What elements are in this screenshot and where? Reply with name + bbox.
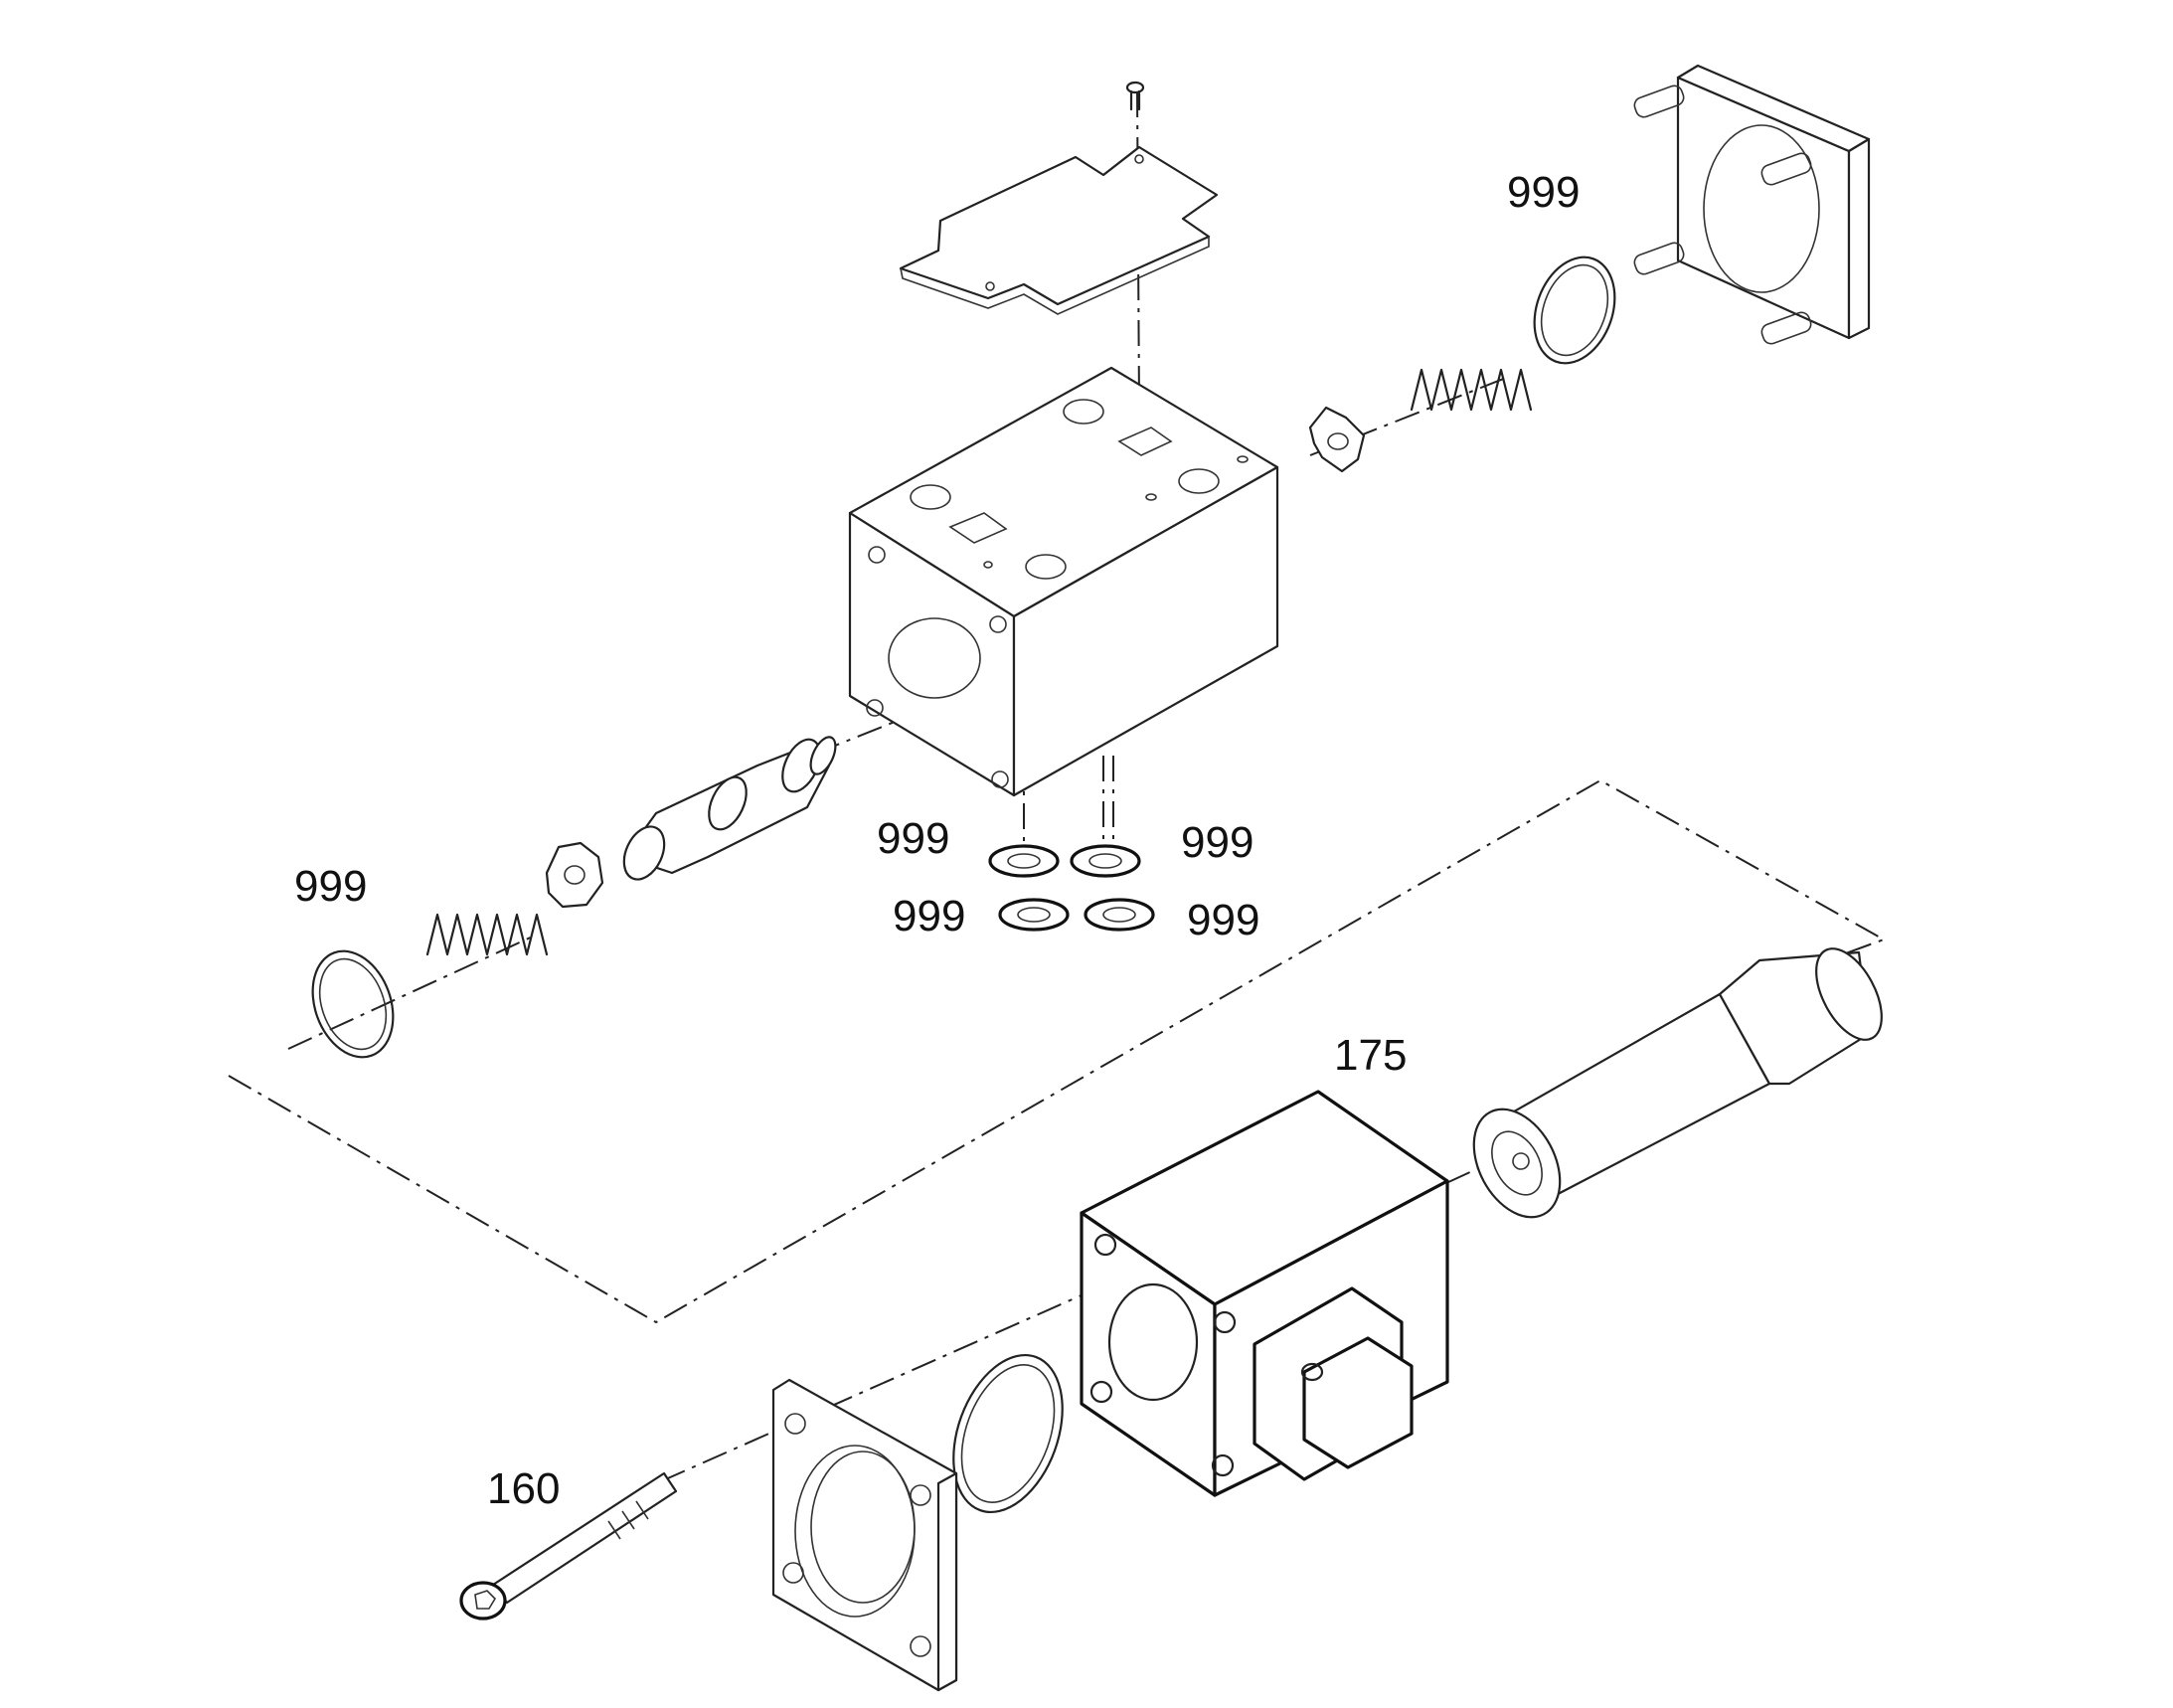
cover-screw-head (1125, 81, 1145, 94)
callout-999-washer-top-right: 999 (1181, 818, 1254, 867)
bolt (459, 1471, 678, 1621)
right-spring-retainer (1308, 406, 1366, 473)
right-end-plate (1633, 64, 1871, 345)
valve-body (848, 366, 1279, 797)
callout-999-left-oring: 999 (294, 862, 368, 911)
solenoid-return-line (228, 778, 1887, 1324)
left-spool-centerline (814, 697, 955, 755)
left-spring-retainer (545, 841, 604, 909)
spool (622, 736, 837, 881)
callout-999-washer-top-left: 999 (877, 814, 950, 863)
washer-bl (998, 898, 1070, 932)
bolt-head (459, 1581, 507, 1621)
callout-999-washer-bottom-left: 999 (893, 892, 966, 940)
cover-plate (899, 81, 1219, 315)
washer-br (1084, 898, 1155, 932)
callout-160-bolt: 160 (487, 1464, 561, 1513)
right-spring (1410, 368, 1533, 412)
washer-tl (988, 844, 1060, 878)
end-flange (771, 1378, 958, 1692)
cover-plate-shape (899, 145, 1219, 306)
solenoid-coil (1080, 1090, 1449, 1497)
left-spring (425, 913, 549, 956)
callout-999-right-oring: 999 (1507, 168, 1581, 217)
callout-999-washer-bottom-right: 999 (1187, 896, 1260, 944)
left-oring (311, 949, 395, 1059)
coil-oring (952, 1353, 1064, 1514)
right-oring (1533, 256, 1616, 365)
washers (988, 844, 1155, 932)
valve-body-side (1012, 465, 1279, 797)
washer-tr (1070, 844, 1141, 878)
callout-175-solenoid: 175 (1334, 1031, 1408, 1080)
coil-plug (1302, 1336, 1414, 1469)
armature-tube (1472, 947, 1883, 1219)
